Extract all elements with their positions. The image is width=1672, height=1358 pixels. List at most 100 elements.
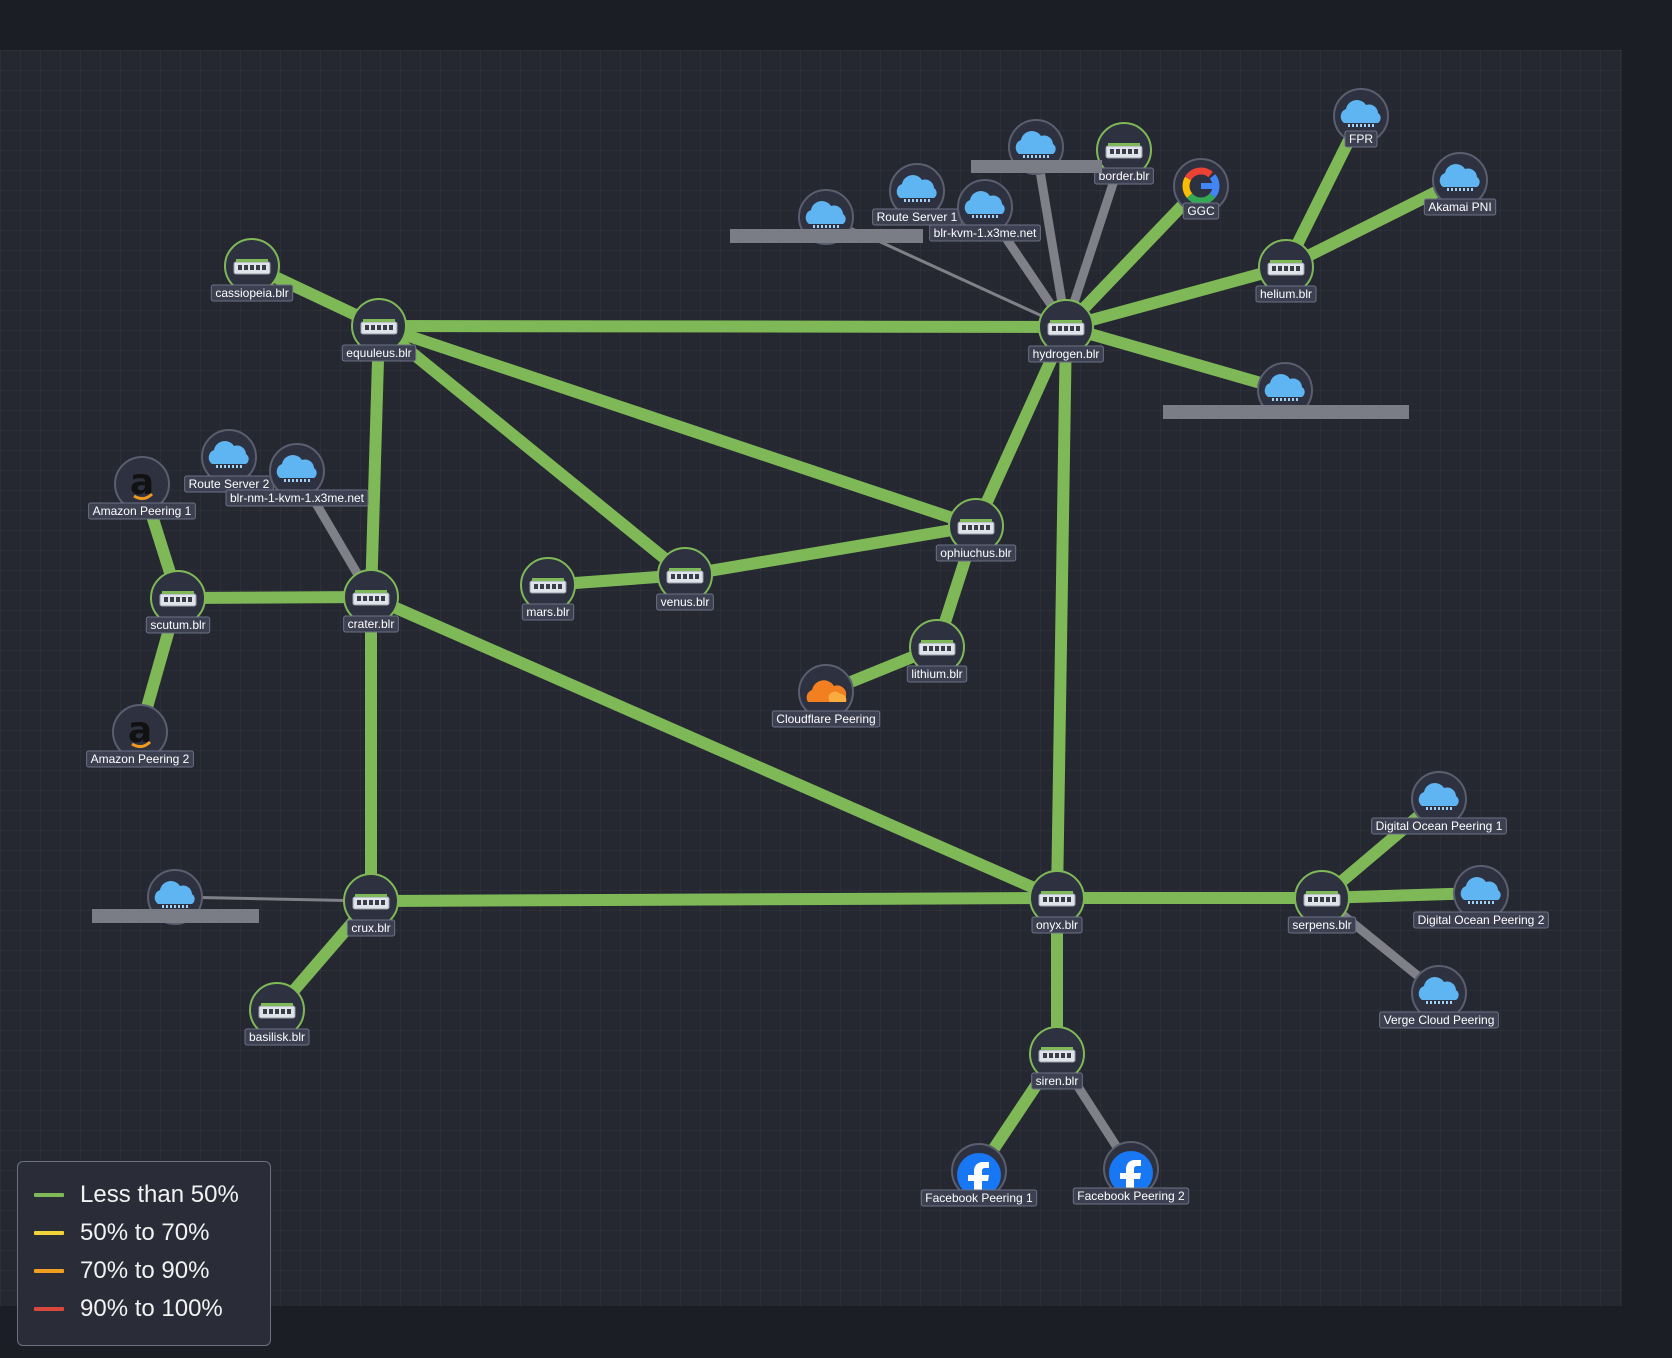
node-route-server-1[interactable]: Route Server 1 [872,163,962,226]
node-label: mars.blr [526,605,569,619]
node-fb-1[interactable]: Facebook Peering 1 [920,1143,1038,1207]
link-hydrogen-onyx[interactable] [1051,326,1072,899]
amazon-icon: a [130,462,154,503]
link-hydrogen-cloud_redacted_right[interactable] [1064,321,1287,396]
cloud-icon [1015,131,1056,158]
legend-swatch [34,1307,64,1311]
legend-item: 70% to 90% [34,1252,270,1290]
redacted-label-cloud-redacted-top [971,160,1102,173]
node-label: basilisk.blr [249,1030,305,1044]
router-icon [957,519,995,535]
router-icon [1105,143,1143,159]
router-icon [1038,891,1076,907]
link-helium-akamai[interactable] [1283,174,1463,273]
router-icon [666,568,704,584]
node-cloudflare[interactable]: Cloudflare Peering [771,664,881,728]
router-icon [159,591,197,607]
node-label: blr-nm-1-kvm-1.x3me.net [230,491,365,505]
legend-item: 50% to 70% [34,1214,270,1252]
node-do-2[interactable]: Digital Ocean Peering 2 [1413,865,1549,929]
node-label: Facebook Peering 1 [925,1191,1033,1205]
redacted-label-cloud-redacted-bottom [92,909,259,923]
node-hydrogen[interactable]: hydrogen.blr [1028,299,1104,363]
node-helium[interactable]: helium.blr [1255,239,1317,303]
node-do-1[interactable]: Digital Ocean Peering 1 [1371,771,1507,835]
node-label: scutum.blr [150,618,205,632]
node-label: ophiuchus.blr [940,546,1011,560]
node-lithium[interactable]: lithium.blr [906,619,968,683]
link-crux-onyx[interactable] [370,892,1058,907]
node-fpr[interactable]: FPR [1333,88,1389,148]
node-serpens[interactable]: serpens.blr [1287,870,1357,934]
node-label: siren.blr [1036,1074,1079,1088]
node-label: crux.blr [351,921,390,935]
router-icon [352,590,390,606]
link-hydrogen-ggc[interactable] [1061,181,1206,332]
node-ophiuchus[interactable]: ophiuchus.blr [935,498,1017,562]
node-basilisk[interactable]: basilisk.blr [244,982,310,1046]
node-crux[interactable]: crux.blr [343,873,399,937]
link-scutum-crater[interactable] [177,591,372,604]
node-label: Akamai PNI [1428,200,1491,214]
legend-label: 90% to 100% [80,1295,223,1322]
redacted-label-cloud-redacted-right [1163,405,1409,419]
network-map[interactable]: cassiopeia.blr equuleus.blr hydrogen.blr bo… [0,50,1622,1306]
cloud-icon [208,441,249,468]
cloud-icon [276,455,317,482]
cloudflare-icon [806,680,847,702]
node-label: blr-kvm-1.x3me.net [934,226,1037,240]
link-hydrogen-helium[interactable] [1064,261,1288,333]
node-label: GGC [1187,204,1215,218]
link-equuleus-crater[interactable] [365,325,385,598]
router-icon [1267,260,1305,276]
node-route-server-2[interactable]: Route Server 2 [184,429,274,493]
node-border[interactable]: border.blr [1094,122,1154,185]
node-mars[interactable]: mars.blr [520,557,576,621]
legend-label: 50% to 70% [80,1219,210,1246]
link-venus-ophiuchus[interactable] [684,520,977,581]
facebook-icon [1109,1151,1153,1195]
node-venus[interactable]: venus.blr [656,547,714,611]
link-equuleus-hydrogen[interactable] [378,320,1067,333]
network-map-canvas[interactable]: cassiopeia.blr equuleus.blr hydrogen.blr bo… [0,50,1622,1306]
node-onyx[interactable]: onyx.blr [1029,870,1085,934]
router-icon [1303,891,1341,907]
node-fb-2[interactable]: Facebook Peering 2 [1072,1141,1190,1205]
node-cloud-redacted-right[interactable] [1257,362,1313,418]
cloud-icon [964,191,1005,218]
node-label: venus.blr [661,595,710,609]
node-crater[interactable]: crater.blr [343,569,399,633]
router-icon [918,640,956,656]
node-siren[interactable]: siren.blr [1029,1026,1085,1090]
legend-swatch [34,1193,64,1197]
link-cloud_redacted_bottom-crux[interactable] [174,895,372,903]
router-icon [529,578,567,594]
node-label: Route Server 2 [189,477,270,491]
node-akamai[interactable]: Akamai PNI [1423,152,1497,216]
router-icon [233,259,271,275]
node-label: cassiopeia.blr [215,286,288,300]
node-equuleus[interactable]: equuleus.blr [341,298,417,362]
node-blr-kvm[interactable]: blr-kvm-1.x3me.net [929,179,1041,242]
link-equuleus-venus[interactable] [375,321,689,580]
node-label: serpens.blr [1292,918,1351,932]
node-scutum[interactable]: scutum.blr [145,570,211,634]
node-label: Amazon Peering 1 [93,504,192,518]
node-label: hydrogen.blr [1033,347,1100,361]
node-label: lithium.blr [911,667,962,681]
link-crater-onyx[interactable] [368,591,1060,904]
utilization-legend: Less than 50% 50% to 70% 70% to 90% 90% … [17,1161,271,1346]
legend-item: Less than 50% [34,1176,270,1214]
top-bar [0,0,1672,50]
node-ggc[interactable]: GGC [1173,158,1229,220]
node-cassiopeia[interactable]: cassiopeia.blr [210,238,294,302]
node-blr-nm[interactable]: blr-nm-1-kvm-1.x3me.net [225,443,369,507]
link-equuleus-ophiuchus[interactable] [377,320,978,532]
node-verge[interactable]: Verge Cloud Peering [1379,965,1499,1029]
cloud-icon [1340,100,1381,127]
node-label: Facebook Peering 2 [1077,1189,1185,1203]
link-hydrogen-cloud_redacted_top[interactable] [1031,146,1071,328]
router-icon [360,319,398,335]
